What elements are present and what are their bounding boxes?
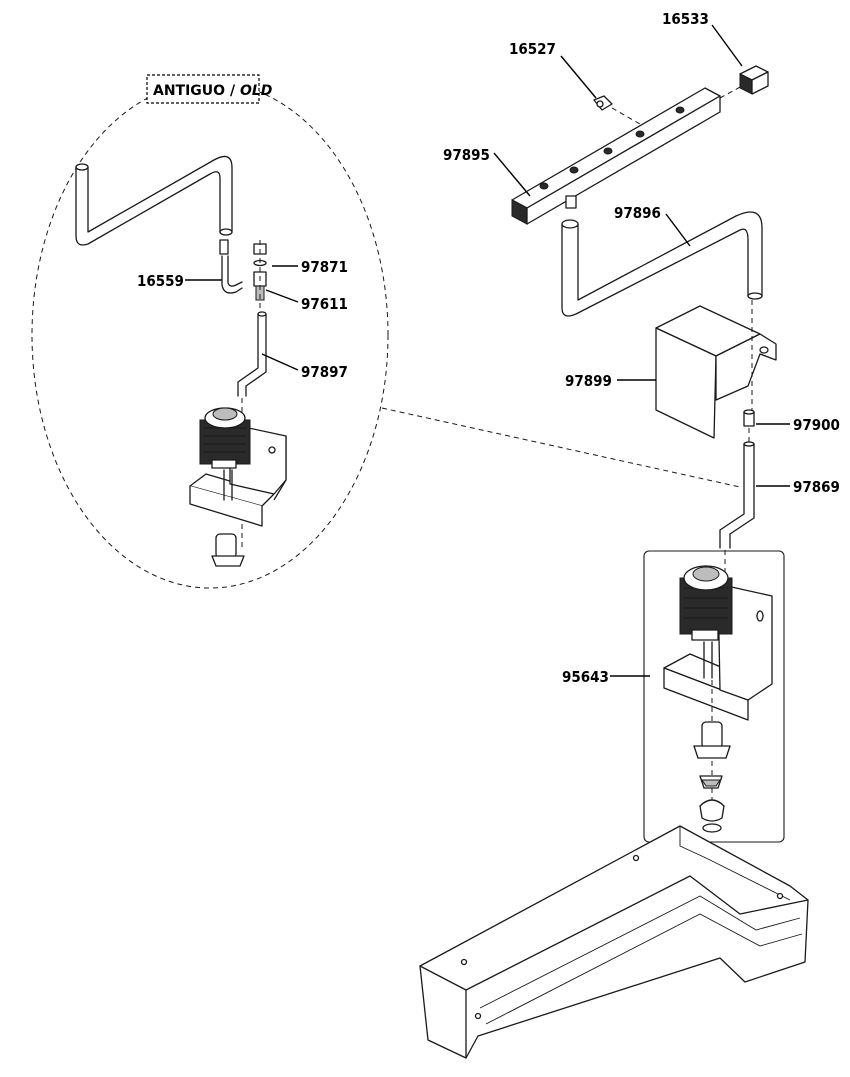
label-95643: 95643 [562,668,609,686]
label-16527: 16527 [509,40,556,58]
old-pump-assembly [189,407,287,567]
label-97899: 97899 [565,372,612,390]
label-97895: 97895 [443,146,490,164]
pump-assembly-95643 [643,550,785,843]
distribution-tube-97896 [561,211,763,317]
label-97900: 97900 [793,416,840,434]
spray-bar-97895 [511,87,721,225]
label-97611: 97611 [301,295,348,313]
old-detail-callout: ANTIGUO / OLD [31,74,741,589]
fitting-97900 [743,409,755,427]
label-97871: 97871 [301,258,348,276]
spray-nozzle-16527 [593,95,613,111]
label-16533: 16533 [662,10,709,28]
old-label: ANTIGUO / OLD [153,83,272,99]
end-cap-16533 [739,65,769,95]
old-distribution-tube [75,155,233,246]
label-16559: 16559 [137,272,184,290]
old-crank-tube-97897 [237,311,267,397]
part-number-labels: 16533 16527 97895 97896 97899 97900 9786… [137,10,840,686]
cover-97899 [655,305,777,439]
crank-tube-97869 [719,441,755,549]
label-97869: 97869 [793,478,840,496]
leader-lines [185,24,790,677]
old-elbow-connector-16559 [219,239,243,294]
base-tray [419,825,809,1059]
label-97897: 97897 [301,363,348,381]
label-97896: 97896 [614,204,661,222]
